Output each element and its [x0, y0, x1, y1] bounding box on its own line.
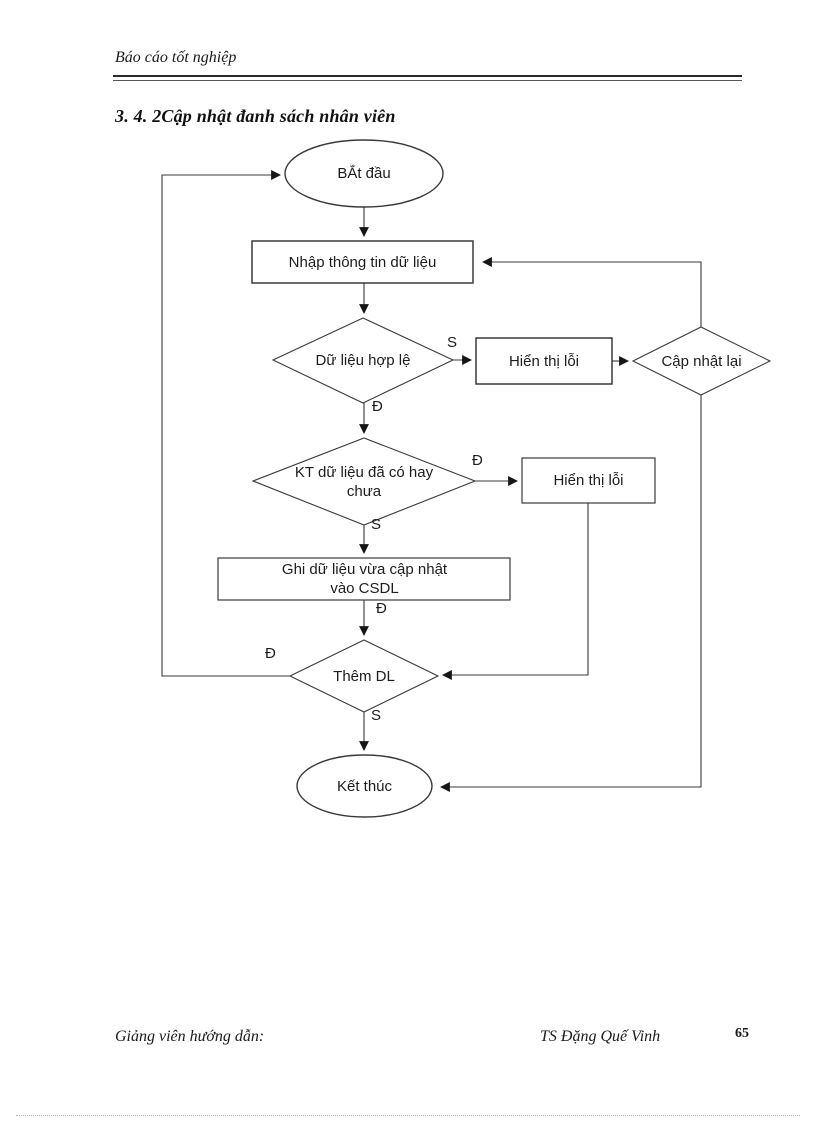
bottom-dotted-rule: [16, 1115, 800, 1116]
edge-label-validcheck-S: S: [447, 334, 458, 351]
input-process-shape: [251, 240, 474, 284]
end-node-label: Kết thúc: [336, 777, 393, 795]
error1-process-shape: [475, 337, 613, 385]
start-node-label: BẮt đầu: [337, 165, 391, 182]
validcheck-decision-shape: [271, 317, 455, 404]
edge-addmore-D-to-start-loop: [161, 170, 290, 677]
validcheck-node-label: Dữ liệu hợp lệ: [315, 352, 411, 369]
edge-label-addmore-D: Đ: [265, 645, 276, 662]
addmore-node-label: Thêm DL: [333, 667, 395, 685]
edge-label-existscheck-D: Đ: [472, 452, 483, 469]
edge-error2-to-addmore: [442, 503, 589, 680]
save-process-shape: [217, 557, 511, 601]
footer-advisor-label: Giảng viên hướng dẫn:: [115, 1028, 265, 1045]
error2-node-label: Hiển thị lỗi: [553, 472, 624, 489]
start-terminator-shape: [284, 139, 444, 208]
error1-node-label: Hiển thị lỗi: [508, 352, 580, 370]
edge-label-addmore-S: S: [371, 707, 382, 724]
input-node-label: Nhập thông tin dữ liệu: [288, 253, 437, 271]
running-title: Báo cáo tốt nghiệp: [115, 49, 237, 66]
addmore-decision-shape: [288, 639, 440, 713]
edge-updateagain-to-input-loop: [482, 257, 702, 327]
section-title: 3. 4. 2Cập nhật đanh sách nhân viên: [115, 106, 396, 126]
existscheck-node-label: KT dữ liệu đã có hay chưa: [294, 463, 434, 500]
updateagain-decision-shape: [631, 326, 772, 396]
save-node-label: Ghi dữ liệu vừa cập nhật vào CSDL: [281, 561, 448, 597]
error2-process-shape: [521, 457, 656, 504]
edge-updateagain-to-end: [440, 395, 702, 792]
end-terminator-shape: [296, 754, 433, 818]
footer-advisor-name: TS Đặng Quế Vinh: [540, 1028, 661, 1045]
updateagain-node-label: Cập nhật lại: [661, 352, 742, 370]
edge-label-existscheck-S: S: [371, 516, 382, 533]
page-number: 65: [735, 1026, 749, 1041]
edge-label-save-D: Đ: [376, 600, 387, 617]
header-rule: [113, 75, 742, 81]
existscheck-decision-shape: [251, 437, 477, 526]
edge-label-validcheck-D: Đ: [372, 398, 383, 415]
